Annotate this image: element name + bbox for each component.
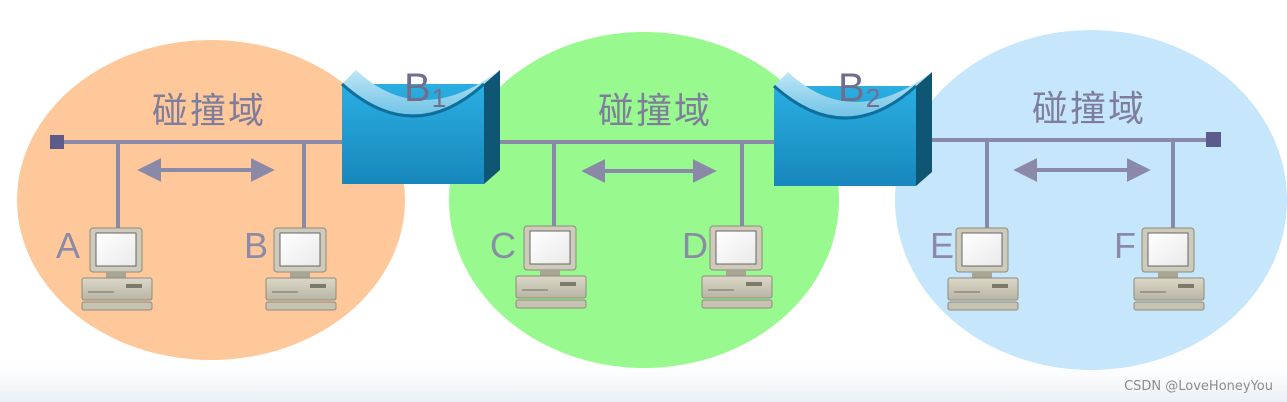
host-label-f: F [1114, 225, 1136, 266]
host-label-d: D [682, 225, 708, 266]
computers-group [81, 225, 1205, 311]
host-label-e: E [930, 225, 955, 266]
computer-icon-a [81, 227, 153, 311]
drop-lines [116, 140, 1175, 228]
computer-icon-c [515, 225, 587, 309]
bridge-b1-icon [340, 70, 500, 184]
domain-label-3: 碰撞域 [1032, 89, 1147, 130]
host-label-b: B [244, 225, 269, 266]
domain-label-2: 碰撞域 [598, 91, 713, 132]
computer-icon-b [265, 227, 337, 311]
host-label-c: C [490, 225, 516, 266]
bridge-label-b2: B2 [838, 66, 881, 113]
computer-icon-e [947, 227, 1019, 311]
host-label-a: A [56, 225, 81, 266]
domain-label-1: 碰撞域 [152, 91, 267, 132]
computer-icon-d [701, 225, 773, 309]
watermark: CSDN @LoveHoneyYou [1124, 379, 1273, 394]
bridge-label-b1: B1 [404, 66, 447, 113]
computer-icon-f [1133, 227, 1205, 311]
terminator-right [1206, 132, 1221, 147]
bridge-b2-icon [772, 72, 932, 186]
terminator-left [50, 135, 64, 149]
